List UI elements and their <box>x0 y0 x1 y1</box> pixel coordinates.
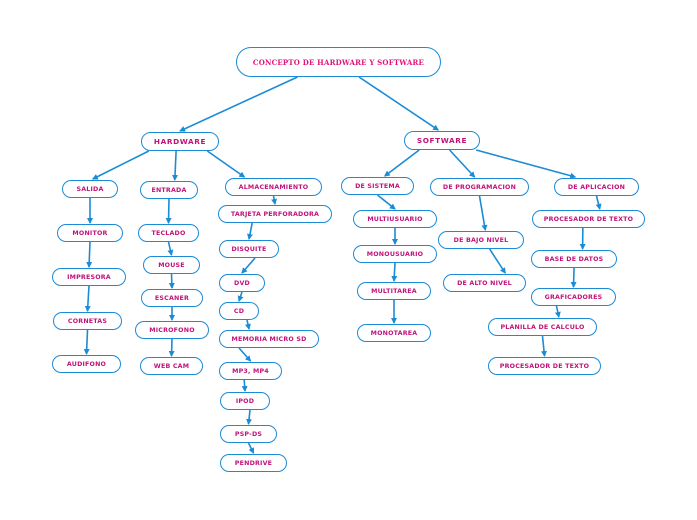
de-programacion-node[interactable]: DE PROGRAMACION <box>430 178 529 196</box>
procesador-de-texto-node[interactable]: PROCESADOR DE TEXTO <box>532 210 645 228</box>
procesador-de-texto-2-node[interactable]: PROCESADOR DE TEXTO <box>488 357 601 375</box>
microfono-node[interactable]: MICROFONO <box>135 321 209 339</box>
connector-arrow <box>241 257 256 274</box>
connector-arrow <box>488 248 506 274</box>
monousuario-node[interactable]: MONOUSUARIO <box>353 245 437 263</box>
dvd-node[interactable]: DVD <box>219 274 265 292</box>
multiusuario-node[interactable]: MULTIUSUARIO <box>353 210 437 228</box>
disquite-node[interactable]: DISQUITE <box>219 240 279 258</box>
connector-arrow <box>475 149 577 179</box>
de-bajo-nivel-node[interactable]: DE BAJO NIVEL <box>438 231 524 249</box>
mouse-node[interactable]: MOUSE <box>143 256 200 274</box>
connector-arrow <box>84 285 91 312</box>
cornetas-node[interactable]: CORNETAS <box>53 312 122 330</box>
salida-node[interactable]: SALIDA <box>62 180 118 198</box>
tarjeta-perforadora-node[interactable]: TARJETA PERFORADORA <box>218 205 332 223</box>
hardware-node[interactable]: HARDWARE <box>141 132 219 151</box>
connector-arrow <box>244 319 251 330</box>
ipod-node[interactable]: IPOD <box>220 392 270 410</box>
teclado-node[interactable]: TECLADO <box>138 224 199 242</box>
connector-arrow <box>271 195 278 205</box>
de-alto-nivel-node[interactable]: DE ALTO NIVEL <box>443 274 526 292</box>
connector-arrow <box>246 409 253 425</box>
connector-arrow <box>384 149 420 177</box>
connector-arrow <box>541 335 547 357</box>
mp3-mp4-node[interactable]: MP3, MP4 <box>219 362 282 380</box>
root-node[interactable]: CONCEPTO DE HARDWARE Y SOFTWARE <box>236 47 441 77</box>
impresora-node[interactable]: IMPRESORA <box>52 268 126 286</box>
connector-arrow <box>179 76 298 132</box>
escaner-node[interactable]: ESCANER <box>141 289 203 307</box>
planilla-de-calculo-node[interactable]: PLANILLA DE CALCULO <box>488 318 597 336</box>
cd-node[interactable]: CD <box>219 302 259 320</box>
connector-arrow <box>168 273 175 289</box>
connector-arrow <box>165 198 172 224</box>
connector-arrow <box>358 76 440 131</box>
connector-arrow <box>91 150 150 180</box>
entrada-node[interactable]: ENTRADA <box>140 181 198 199</box>
connector-arrow <box>237 291 244 302</box>
memoria-micro-sd-node[interactable]: MEMORIA MICRO SD <box>219 330 319 348</box>
almacenamiento-node[interactable]: ALMACENAMIENTO <box>225 178 322 196</box>
psp-ds-node[interactable]: PSP-DS <box>220 425 277 443</box>
multitarea-node[interactable]: MULTITAREA <box>357 282 431 300</box>
connector-arrow <box>238 347 252 362</box>
connector-arrow <box>83 329 90 355</box>
connector-arrow <box>206 150 246 178</box>
de-sistema-node[interactable]: DE SISTEMA <box>341 177 414 195</box>
connector-arrow <box>172 150 179 181</box>
connector-arrows <box>83 76 602 454</box>
pendrive-node[interactable]: PENDRIVE <box>220 454 287 472</box>
connector-arrow <box>570 267 577 288</box>
base-de-datos-node[interactable]: BASE DE DATOS <box>531 250 617 268</box>
webcam-node[interactable]: WEB CAM <box>140 357 203 375</box>
software-node[interactable]: SOFTWARE <box>404 131 480 150</box>
de-aplicacion-node[interactable]: DE APLICACION <box>554 178 639 196</box>
monotarea-node[interactable]: MONOTAREA <box>357 324 431 342</box>
audifono-node[interactable]: AUDIFONO <box>52 355 121 373</box>
connector-arrow <box>449 149 476 178</box>
connector-arrow <box>168 338 175 357</box>
connector-arrow <box>247 442 255 454</box>
connector-arrow <box>595 195 602 210</box>
connector-arrow <box>377 194 396 210</box>
monitor-node[interactable]: MONITOR <box>57 224 123 242</box>
connector-arrow <box>167 241 174 256</box>
connector-arrow <box>241 379 248 392</box>
connector-arrow <box>478 195 488 231</box>
graficadores-node[interactable]: GRAFICADORES <box>531 288 616 306</box>
connector-arrow <box>247 222 253 240</box>
connector-arrow <box>554 305 561 318</box>
connector-arrow <box>391 262 398 282</box>
connector-arrow <box>86 241 93 268</box>
